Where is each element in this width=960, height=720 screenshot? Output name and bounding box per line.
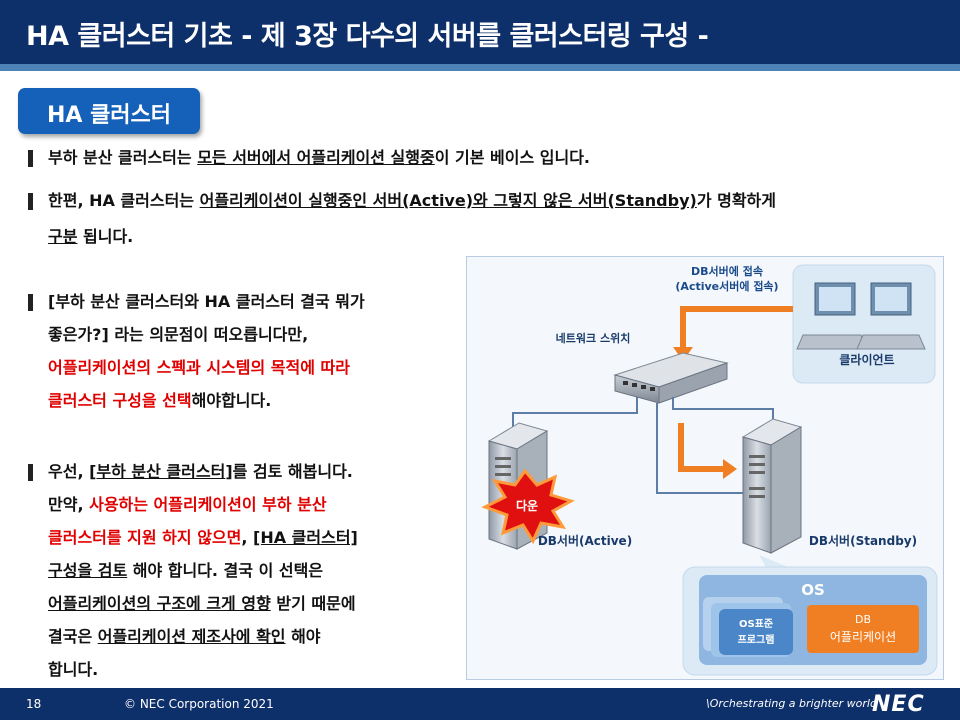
text-line: 클러스터 구성을 선택해야합니다. bbox=[48, 384, 271, 418]
text-run: 해야 bbox=[285, 627, 321, 646]
underlined-text: [HA 클러스터] bbox=[253, 528, 358, 547]
title-bar: HA 클러스터 기초 - 제 3장 다수의 서버를 클러스터링 구성 - bbox=[0, 0, 960, 64]
bullet-text-cont: 구분 됩니다. bbox=[48, 220, 133, 254]
section-badge-label: HA 클러스터 bbox=[46, 103, 172, 128]
access-label: DB서버에 접속 bbox=[691, 264, 763, 278]
bullet-text: 한편, HA 클러스터는 어플리케이션이 실행중인 서버(Active)와 그렇… bbox=[48, 184, 776, 218]
access-arrow-icon bbox=[673, 306, 793, 361]
os-label: OS bbox=[801, 581, 825, 599]
underlined-text: 구성을 검토 bbox=[48, 561, 128, 580]
os-standard-program-stack bbox=[703, 597, 793, 657]
db-application-box bbox=[807, 605, 919, 653]
db-app-label-sub: 어플리케이션 bbox=[830, 630, 896, 644]
underlined-text: 부하 분산 클러스터 bbox=[96, 462, 226, 481]
text-run: 이 기본 베이스 입니다. bbox=[434, 148, 590, 167]
text-line: [부하 분산 클러스터와 HA 클러스터 결국 뭐가 bbox=[48, 292, 365, 311]
client-label: 클라이언트 bbox=[839, 352, 894, 367]
cluster-diagram: 클라이언트 DB서버에 접속 (Active서버에 접속) 네트워크 스위치 bbox=[466, 256, 944, 680]
text-line: 결국은 어플리케이션 제조사에 확인 해야 bbox=[48, 620, 321, 654]
text-run: 결국은 bbox=[48, 627, 98, 646]
client-pc-icon bbox=[856, 282, 926, 350]
tagline: \Orchestrating a brighter world bbox=[706, 697, 877, 710]
client-pc-icon bbox=[796, 282, 868, 350]
text-line: 어플리케이션의 구조에 크게 영향 받기 때문에 bbox=[48, 587, 356, 621]
text-run: 우선, [ bbox=[48, 462, 97, 481]
footer: 18 © NEC Corporation 2021 \Orchestrating… bbox=[0, 688, 960, 720]
bullet-marker bbox=[28, 464, 33, 481]
failover-arrow-icon bbox=[678, 423, 737, 479]
text-run: ]를 검토 해봅니다. bbox=[225, 462, 353, 481]
active-server-label: DB서버(Active) bbox=[538, 533, 632, 548]
text-run: 한편, HA 클러스터는 bbox=[48, 191, 200, 210]
emphasis-text: 사용하는 어플리케이션이 부하 분산 bbox=[89, 495, 327, 514]
text-run: 가 명확하게 bbox=[696, 191, 776, 210]
access-label-sub: (Active서버에 접속) bbox=[675, 279, 778, 293]
text-line-emphasis: 어플리케이션의 스펙과 시스템의 목적에 따라 bbox=[48, 358, 350, 377]
text-run: 해야합니다. bbox=[191, 391, 272, 410]
underlined-text: 모든 서버에서 어플리케이션 실행중 bbox=[197, 148, 435, 167]
text-line: 구성을 검토 해야 합니다. 결국 이 선택은 bbox=[48, 554, 323, 588]
bullet-text: 부하 분산 클러스터는 모든 서버에서 어플리케이션 실행중이 기본 베이스 입… bbox=[48, 141, 590, 175]
bullet-marker bbox=[28, 150, 33, 167]
text-line: 만약, 사용하는 어플리케이션이 부하 분산 bbox=[48, 488, 327, 522]
page-number: 18 bbox=[26, 697, 42, 711]
text-run: 부하 분산 클러스터는 bbox=[48, 148, 198, 167]
text-run: 해야 합니다. 결국 이 선택은 bbox=[127, 561, 324, 580]
switch-label: 네트워크 스위치 bbox=[556, 331, 631, 345]
underlined-text: 어플리케이션의 구조에 크게 영향 bbox=[48, 594, 271, 613]
standby-server-icon bbox=[741, 418, 803, 554]
text-run: 받기 때문에 bbox=[270, 594, 356, 613]
os-standard-label: OS표준 bbox=[739, 618, 773, 630]
underlined-text: 어플리케이션이 실행중인 서버(Active)와 그렇지 않은 서버(Stand… bbox=[199, 191, 697, 210]
underlined-text: 구분 bbox=[48, 227, 78, 246]
down-label: 다운 bbox=[516, 498, 538, 513]
text-line: 우선, [부하 분산 클러스터]를 검토 해봅니다. bbox=[48, 455, 353, 489]
title-stripe bbox=[0, 64, 960, 71]
text-run: 만약, bbox=[48, 495, 90, 514]
section-badge: HA 클러스터 bbox=[18, 88, 200, 134]
db-app-label: DB bbox=[855, 613, 871, 626]
page-title: HA 클러스터 기초 - 제 3장 다수의 서버를 클러스터링 구성 - bbox=[26, 21, 709, 52]
callout-pointer bbox=[759, 555, 793, 569]
down-burst-icon bbox=[481, 468, 575, 545]
bullet-marker bbox=[28, 193, 33, 210]
bullet-marker bbox=[28, 294, 33, 311]
text-line: 합니다. bbox=[48, 660, 99, 679]
standby-server-label: DB서버(Standby) bbox=[809, 533, 917, 548]
emphasis-text: 클러스터 구성을 선택 bbox=[48, 391, 192, 410]
underlined-text: 어플리케이션 제조사에 확인 bbox=[97, 627, 286, 646]
text-line: 좋은가?] 라는 의문점이 떠오릅니다만, bbox=[48, 325, 309, 344]
text-line: 클러스터를 지원 하지 않으면, [HA 클러스터] bbox=[48, 521, 358, 555]
os-standard-label-sub: 프로그램 bbox=[738, 634, 775, 646]
copyright: © NEC Corporation 2021 bbox=[124, 697, 274, 711]
cluster-diagram-svg: 클라이언트 DB서버에 접속 (Active서버에 접속) 네트워크 스위치 bbox=[481, 264, 938, 676]
nec-logo: NEC bbox=[872, 692, 925, 717]
text-run: , bbox=[241, 528, 254, 547]
emphasis-text: 클러스터를 지원 하지 않으면 bbox=[48, 528, 242, 547]
text-run: 됩니다. bbox=[77, 227, 134, 246]
network-switch-icon bbox=[613, 352, 729, 404]
